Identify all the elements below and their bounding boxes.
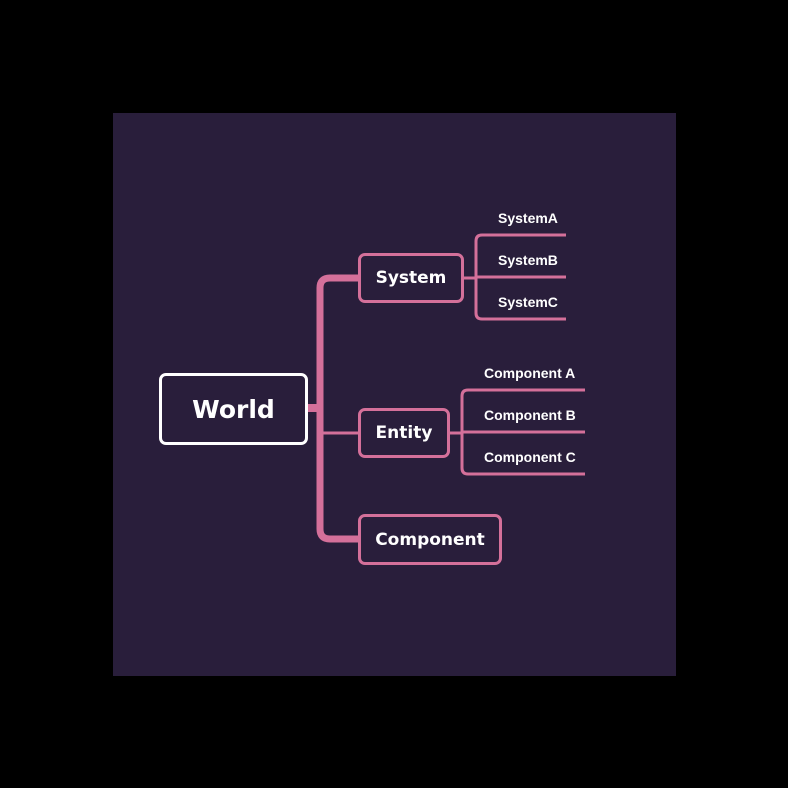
leaf-node-systemb[interactable]: SystemB <box>498 252 558 268</box>
leaf-node-systemc[interactable]: SystemC <box>498 294 558 310</box>
trunk-line <box>316 274 358 543</box>
leaf-node-systema[interactable]: SystemA <box>498 210 558 226</box>
branch-node-label: Entity <box>375 423 433 443</box>
root-node-world[interactable]: World <box>159 373 308 445</box>
root-node-label: World <box>192 394 275 424</box>
branch-node-system[interactable]: System <box>358 253 464 303</box>
branch-node-entity[interactable]: Entity <box>358 408 450 458</box>
branch-node-component[interactable]: Component <box>358 514 502 565</box>
leaf-node-component-a[interactable]: Component A <box>484 365 576 381</box>
branch-node-label: Component <box>375 529 485 550</box>
leaf-node-component-c[interactable]: Component C <box>484 449 576 465</box>
branch-node-label: System <box>375 268 447 288</box>
leaf-node-component-b[interactable]: Component B <box>484 407 576 423</box>
